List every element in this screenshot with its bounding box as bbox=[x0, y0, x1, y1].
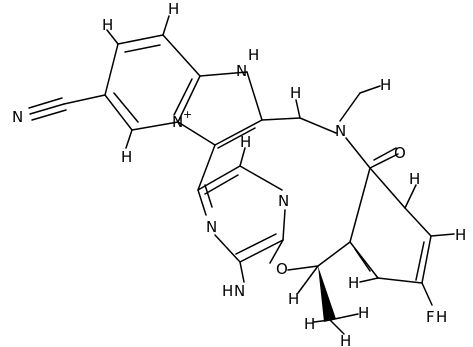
atom-label-h: H bbox=[380, 76, 391, 94]
bond bbox=[369, 153, 399, 169]
bond bbox=[177, 75, 201, 123]
bond bbox=[197, 144, 216, 191]
bond bbox=[131, 121, 179, 131]
bond bbox=[197, 165, 241, 191]
atom-label-h: H bbox=[240, 133, 251, 151]
bond bbox=[430, 233, 455, 237]
bond bbox=[299, 117, 337, 134]
bond bbox=[239, 165, 283, 191]
bond bbox=[197, 189, 207, 216]
bond bbox=[421, 282, 433, 306]
bond bbox=[349, 167, 371, 243]
bond bbox=[214, 234, 241, 263]
bond bbox=[287, 265, 319, 271]
atom-label-charge: + bbox=[183, 108, 192, 121]
bond bbox=[239, 261, 245, 283]
bond bbox=[29, 103, 65, 115]
atom-label-ring-n: N bbox=[236, 62, 247, 80]
bond bbox=[239, 147, 246, 167]
bond bbox=[282, 209, 286, 241]
wedge-bond bbox=[318, 266, 336, 322]
bond bbox=[297, 265, 319, 294]
atom-label-h: H bbox=[436, 308, 447, 326]
bond bbox=[104, 94, 133, 131]
bond bbox=[235, 233, 277, 255]
bond bbox=[339, 92, 361, 122]
bond bbox=[217, 127, 256, 149]
bond bbox=[261, 117, 301, 121]
atom-label-pyrazine-n: N bbox=[206, 218, 217, 236]
atom-label-pyrazine-n: N bbox=[278, 192, 289, 210]
bond bbox=[204, 184, 213, 208]
bond bbox=[349, 241, 379, 279]
bond bbox=[345, 137, 371, 169]
bond bbox=[421, 235, 432, 284]
bond bbox=[354, 248, 371, 272]
atom-label-h: H bbox=[304, 315, 315, 333]
bond bbox=[359, 277, 379, 283]
bond bbox=[106, 29, 119, 45]
bond bbox=[31, 109, 67, 121]
bond bbox=[246, 71, 263, 121]
bond bbox=[415, 241, 425, 281]
bond bbox=[104, 43, 119, 96]
atom-labels: H H H N N + N H H N H O H H H F H O H H … bbox=[12, 0, 466, 347]
bond bbox=[359, 85, 381, 94]
bond bbox=[124, 44, 161, 53]
bond bbox=[204, 174, 239, 195]
atom-label-amide-n: N bbox=[335, 122, 346, 140]
atom-label-pyridinium-n: N bbox=[172, 113, 183, 131]
bond bbox=[113, 92, 139, 123]
bond bbox=[162, 34, 201, 77]
bond bbox=[173, 78, 193, 116]
atom-label-h: H bbox=[455, 226, 466, 244]
bond bbox=[313, 319, 331, 323]
bond bbox=[329, 313, 359, 321]
atom-label-h: H bbox=[168, 0, 179, 18]
bond bbox=[377, 277, 423, 284]
bond bbox=[373, 147, 397, 161]
bond bbox=[63, 94, 106, 105]
atom-label-h: H bbox=[102, 16, 113, 34]
bond bbox=[199, 71, 248, 77]
atom-label-h: H bbox=[409, 170, 420, 188]
atom-label-amine-h: H bbox=[222, 282, 233, 300]
atom-label-h: H bbox=[348, 274, 359, 292]
bond bbox=[125, 129, 133, 149]
atom-label-h: H bbox=[290, 84, 301, 102]
atom-label-h: H bbox=[288, 290, 299, 308]
bond bbox=[177, 121, 216, 146]
bond bbox=[369, 167, 406, 209]
atom-label-h: H bbox=[340, 332, 351, 347]
atom-label-h: H bbox=[121, 148, 132, 166]
bond bbox=[162, 15, 170, 36]
bond bbox=[28, 97, 63, 109]
bond bbox=[295, 99, 301, 119]
atom-label-carbonyl-o: O bbox=[394, 144, 406, 162]
bond bbox=[214, 119, 263, 146]
atom-label-ether-o: O bbox=[276, 260, 288, 278]
bond bbox=[117, 34, 164, 45]
bond bbox=[404, 184, 417, 209]
bond-lines bbox=[28, 15, 455, 335]
atom-label-nitrile-n: N bbox=[12, 108, 23, 126]
bond bbox=[269, 239, 284, 264]
bond bbox=[317, 241, 351, 267]
atom-label-amine-n: N bbox=[234, 282, 245, 300]
bond bbox=[239, 239, 284, 263]
atom-label-h: H bbox=[248, 46, 259, 64]
bond bbox=[404, 207, 432, 237]
atom-label-h: H bbox=[358, 304, 369, 322]
bond bbox=[329, 319, 345, 335]
atom-label-fluorine: F bbox=[426, 308, 435, 326]
